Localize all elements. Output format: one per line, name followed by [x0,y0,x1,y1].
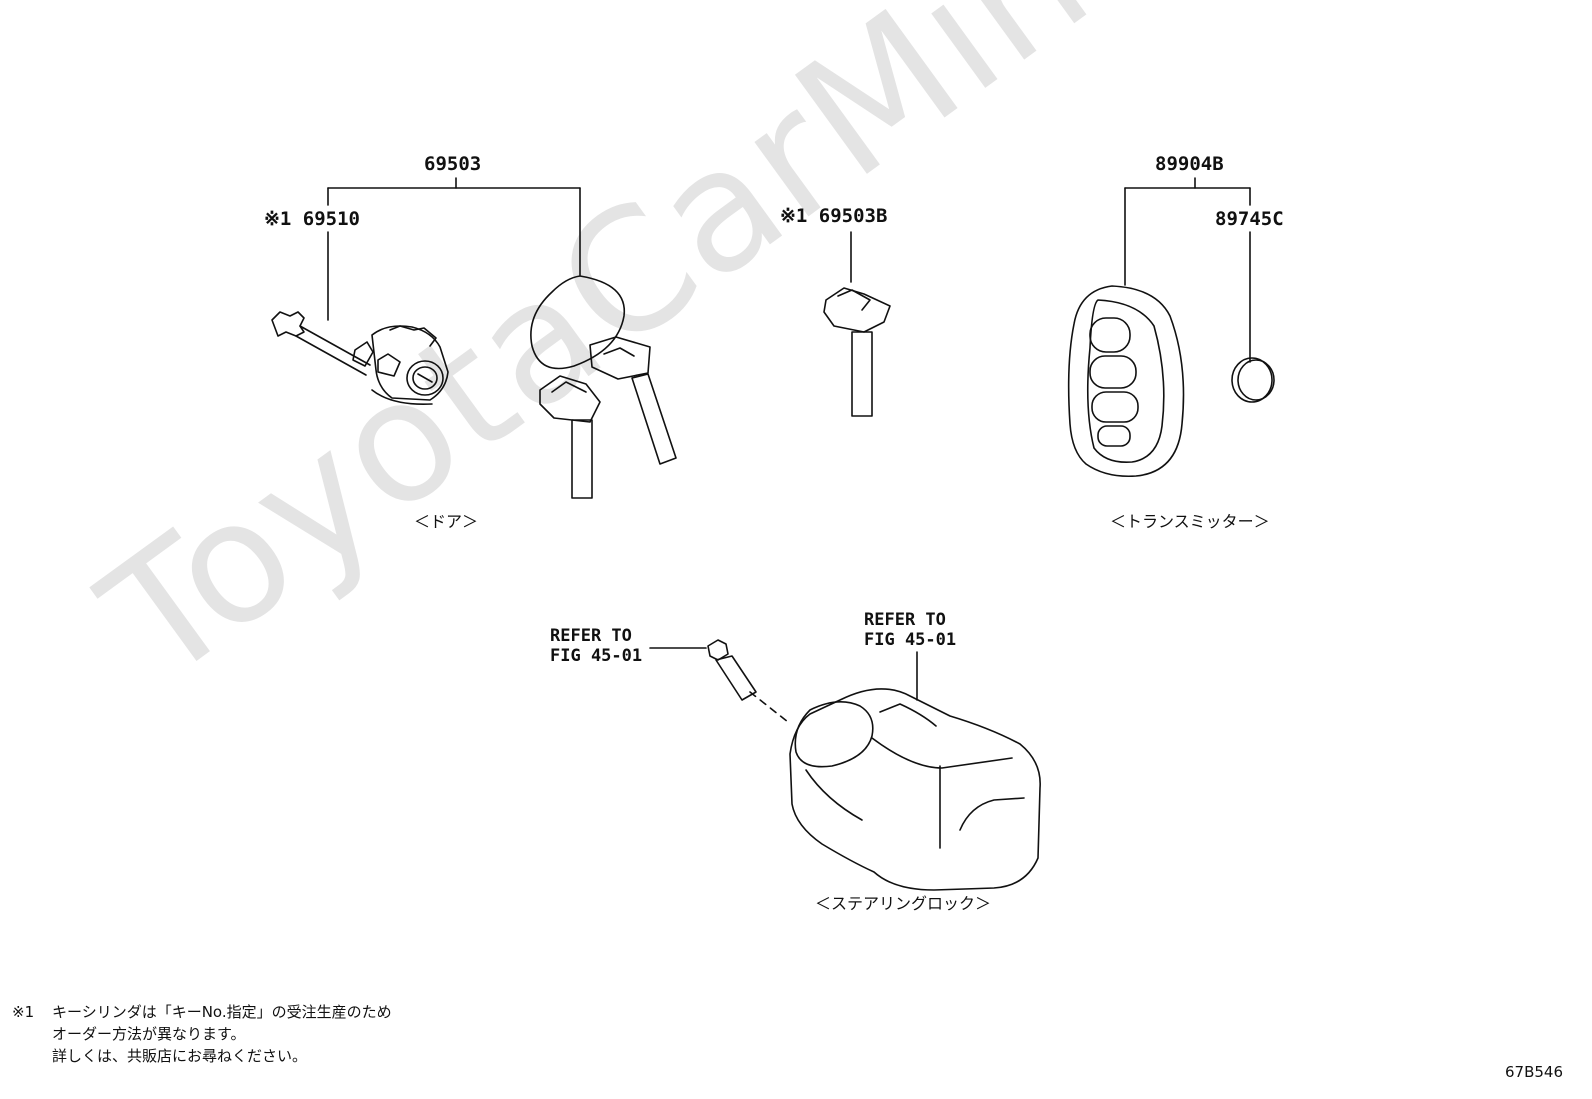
caption-door: ＜ドア＞ [414,512,479,531]
footnote-line-1: キーシリンダは「キーNo.指定」の受注生産のため [52,1003,392,1021]
footnote-line-3: 詳しくは、共販店にお尋ねください。 [52,1047,308,1065]
part-number-69503b: ※1 69503B [780,205,888,227]
door-keys-part [530,275,677,499]
leader-bolt-dashed [749,691,789,723]
part-number-69503: 69503 [424,153,482,175]
part-number-89904b: 89904B [1155,153,1224,175]
door-lock-cylinder-part [271,311,449,406]
figure-code: 67B546 [1505,1063,1564,1081]
caption-transmitter: ＜トランスミッター＞ [1110,512,1270,531]
caption-steering-lock: ＜ステアリングロック＞ [815,894,992,913]
key-69503b-part [823,287,891,417]
refer-to-fig-left: REFER TO FIG 45-01 [550,626,643,666]
refer-to-fig-right: REFER TO FIG 45-01 [864,610,957,650]
part-number-69510: ※1 69510 [264,208,360,230]
footnote-mark: ※1 [12,1003,35,1021]
transmitter-part [1067,285,1275,478]
leader-lines [327,177,1251,723]
steering-lock-part [707,639,1041,891]
footnote-line-2: オーダー方法が異なります。 [52,1025,246,1043]
part-number-89745c: 89745C [1215,208,1284,230]
